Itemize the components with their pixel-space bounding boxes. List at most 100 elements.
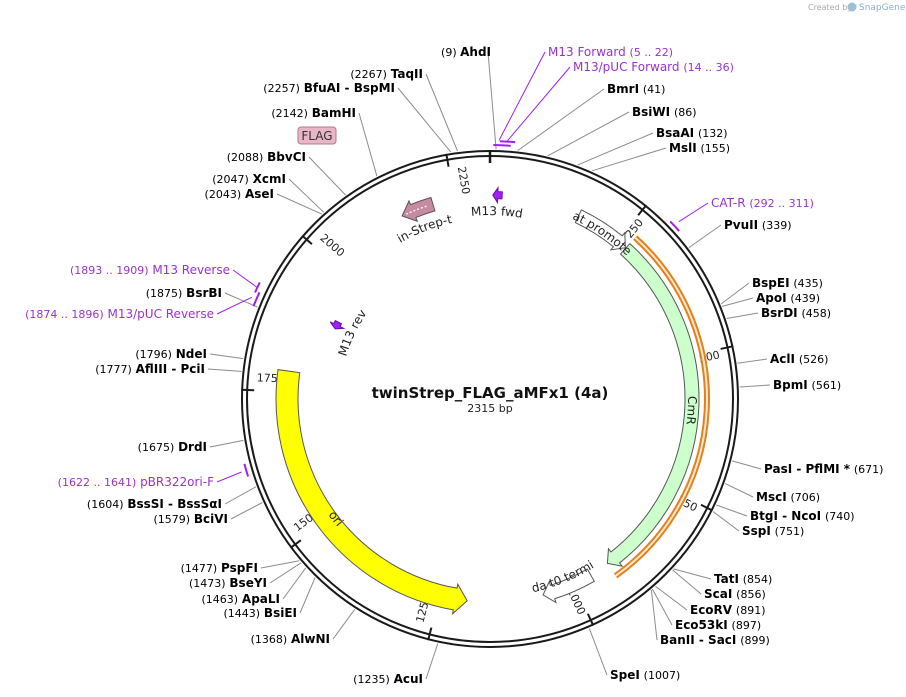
site-label[interactable]: (2267) TaqII bbox=[350, 67, 423, 81]
site-label[interactable]: (2047) XcmI bbox=[212, 172, 286, 186]
site-label[interactable]: (1443) BsiEI bbox=[224, 606, 297, 620]
leader-line bbox=[282, 567, 307, 600]
feature-m13-fwd[interactable] bbox=[492, 186, 503, 205]
leader-line bbox=[732, 460, 762, 470]
site-label[interactable]: (1675) DrdI bbox=[138, 440, 207, 454]
site-labels: (9) AhdI (2267) TaqII (2257) BfuAI - Bsp… bbox=[25, 45, 883, 686]
leader-line bbox=[308, 156, 346, 196]
site-label[interactable]: PasI - PflMI * (671) bbox=[764, 462, 883, 476]
site-label[interactable]: BtgI - NcoI (740) bbox=[750, 509, 855, 523]
leader-line bbox=[498, 51, 546, 141]
site-label[interactable]: (1777) AflIII - PciI bbox=[95, 362, 205, 376]
label-twin-strep-tag: Twin-Strep-tag bbox=[0, 0, 454, 246]
site-label[interactable]: EcoRV (891) bbox=[690, 603, 766, 617]
site-label[interactable]: (1463) ApaLI bbox=[202, 592, 281, 606]
leader-line bbox=[720, 282, 750, 305]
leader-line bbox=[507, 66, 571, 141]
site-label[interactable]: (2257) BfuAI - BspMI bbox=[263, 81, 395, 95]
site-label[interactable]: (2043) AseI bbox=[205, 187, 274, 201]
primer-label[interactable]: (1874 .. 1896) M13/pUC Reverse bbox=[25, 307, 214, 321]
site-label[interactable]: (1604) BssSI - BssSαI bbox=[87, 497, 222, 511]
site-label[interactable]: BsrDI (458) bbox=[761, 306, 831, 320]
site-label[interactable]: (1473) BseYI bbox=[189, 576, 267, 590]
site-label[interactable]: PvuII (339) bbox=[724, 218, 792, 232]
cmr-orf-highlight-core bbox=[615, 236, 708, 577]
site-label[interactable]: TatI (854) bbox=[714, 572, 772, 586]
flag-box-background bbox=[297, 126, 337, 145]
flag-label: FLAG bbox=[301, 129, 332, 143]
site-label[interactable]: AclI (526) bbox=[770, 352, 828, 366]
feature-ori[interactable] bbox=[275, 369, 468, 616]
site-label[interactable]: (1477) PspFI bbox=[181, 561, 258, 575]
snapgene-logo-icon bbox=[847, 2, 857, 12]
leader-line bbox=[673, 568, 712, 580]
site-label[interactable]: (1875) BsrBI bbox=[146, 286, 222, 300]
site-label[interactable]: ScaI (856) bbox=[704, 587, 766, 601]
leader-line bbox=[224, 292, 258, 308]
site-label[interactable]: SspI (751) bbox=[742, 524, 804, 538]
plasmid-name: twinStrep_FLAG_aMFx1 (4a) bbox=[372, 384, 609, 402]
primer-label[interactable]: (1622 .. 1641) pBR322ori-F bbox=[58, 475, 214, 489]
leader-line bbox=[688, 224, 722, 249]
primer-binding-mark bbox=[493, 144, 511, 147]
primer-label[interactable]: (1893 .. 1909) M13 Reverse bbox=[70, 263, 230, 277]
primer-binding-mark bbox=[254, 281, 261, 293]
feature-m13-rev[interactable] bbox=[329, 319, 346, 330]
site-label[interactable]: MslI (155) bbox=[669, 141, 730, 155]
site-label[interactable]: BsaAI (132) bbox=[656, 126, 728, 140]
leader-line bbox=[672, 569, 702, 595]
leader-line bbox=[209, 353, 244, 360]
tick-mark bbox=[700, 503, 714, 512]
leader-line bbox=[232, 269, 257, 288]
leader-line bbox=[224, 486, 257, 505]
leader-line bbox=[651, 588, 673, 626]
site-label[interactable]: SpeI (1007) bbox=[610, 668, 680, 682]
site-label[interactable]: BpmI (561) bbox=[773, 378, 841, 392]
site-label[interactable]: (2142) BamHI bbox=[271, 106, 356, 120]
leader-lines bbox=[207, 51, 771, 680]
site-label[interactable]: (9) AhdI bbox=[441, 45, 491, 59]
site-label[interactable]: Eco53kI (897) bbox=[675, 618, 761, 632]
tick-mark bbox=[637, 204, 648, 216]
leader-line bbox=[726, 312, 759, 319]
tick-label: 250 bbox=[623, 216, 646, 241]
watermark-prefix: Created by bbox=[808, 3, 852, 12]
tick-mark bbox=[289, 539, 302, 549]
site-label[interactable]: MscI (706) bbox=[756, 490, 820, 504]
watermark-brand: SnapGene bbox=[859, 3, 906, 13]
leader-line bbox=[724, 483, 754, 498]
leader-line bbox=[216, 471, 242, 483]
leader-line bbox=[517, 88, 605, 151]
site-label[interactable]: BsiWI (86) bbox=[632, 105, 697, 119]
site-label[interactable]: BmrI (41) bbox=[607, 82, 665, 96]
leader-line bbox=[397, 87, 452, 153]
leader-line bbox=[678, 202, 709, 223]
site-label[interactable]: (2088) BbvCI bbox=[227, 150, 306, 164]
site-label[interactable]: (1579) BciVI bbox=[153, 512, 228, 526]
feature-cat-promoter[interactable] bbox=[574, 209, 626, 251]
site-label[interactable]: (1368) AlwNI bbox=[251, 632, 330, 646]
tick-label: 2000 bbox=[317, 231, 347, 259]
site-label[interactable]: BanII - SacI (899) bbox=[660, 633, 770, 647]
label-m13-rev: M13 rev bbox=[336, 307, 370, 358]
feature-cmr[interactable] bbox=[606, 242, 700, 567]
site-label[interactable]: BspEI (435) bbox=[752, 276, 823, 290]
leader-line bbox=[299, 577, 316, 614]
primer-binding-mark bbox=[243, 463, 250, 477]
leader-line bbox=[650, 589, 658, 641]
primer-label[interactable]: M13/pUC Forward (14 .. 36) bbox=[573, 60, 734, 74]
tick-mark bbox=[427, 627, 433, 641]
primer-binding-mark bbox=[499, 140, 516, 144]
primer-label[interactable]: M13 Forward (5 .. 22) bbox=[548, 45, 673, 59]
leader-line bbox=[207, 368, 242, 372]
primer-label[interactable]: CAT-R (292 .. 311) bbox=[711, 196, 814, 210]
tick-mark bbox=[586, 613, 595, 627]
leader-line bbox=[655, 585, 688, 611]
site-label[interactable]: ApoI (439) bbox=[756, 291, 820, 305]
site-label[interactable]: (1796) NdeI bbox=[135, 347, 207, 361]
flag-feature-box[interactable]: FLAG bbox=[297, 126, 337, 145]
leader-line bbox=[332, 609, 356, 640]
feature-lambda-t0-terminator[interactable] bbox=[542, 568, 595, 604]
site-label[interactable]: (1235) AcuI bbox=[353, 672, 423, 686]
